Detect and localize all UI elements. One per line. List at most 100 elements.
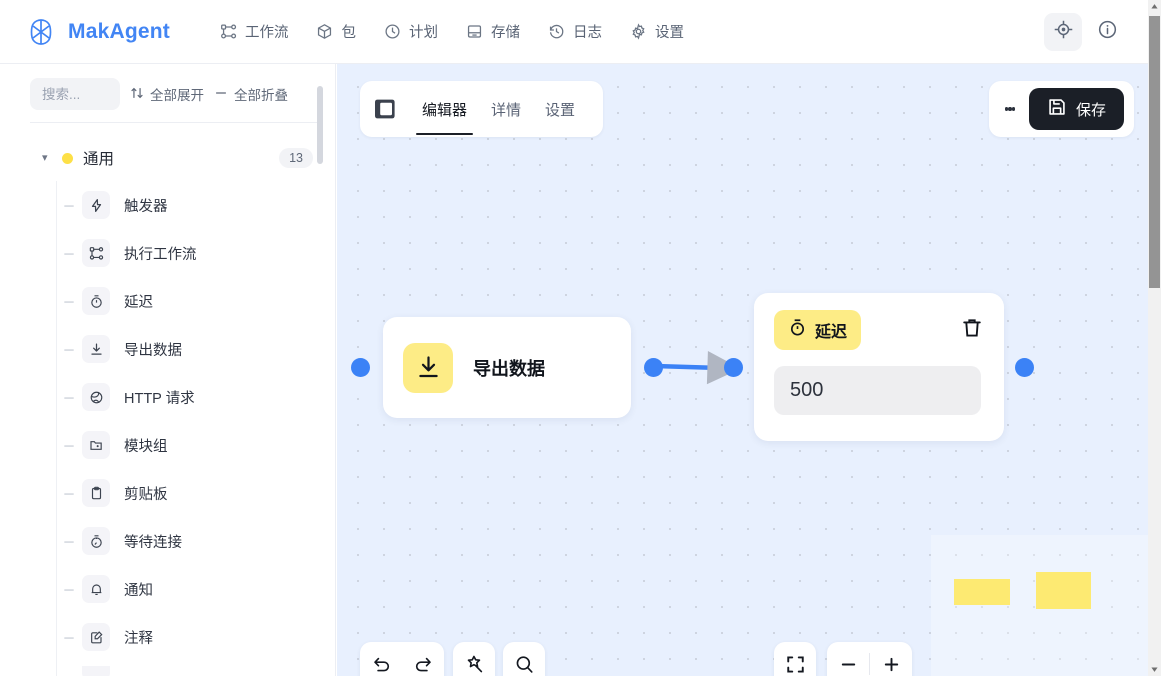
sidebar-item-note[interactable]: ─ 注释 bbox=[0, 613, 335, 661]
sidebar-item-run-workflow[interactable]: ─ 执行工作流 bbox=[0, 229, 335, 277]
nav-item-settings[interactable]: 设置 bbox=[616, 15, 698, 48]
zoom-out-button[interactable] bbox=[827, 642, 869, 676]
bolt-icon bbox=[82, 191, 110, 219]
tab-settings[interactable]: 设置 bbox=[545, 102, 576, 119]
redo-button[interactable] bbox=[402, 642, 444, 676]
delete-node-button[interactable] bbox=[960, 316, 984, 345]
sidebar-item-http-request[interactable]: ─ HTTP 请求 bbox=[0, 373, 335, 421]
note-edit-icon bbox=[82, 623, 110, 651]
page-scrollbar[interactable] bbox=[1148, 0, 1161, 676]
sidebar-group-general[interactable]: ▾ 通用 13 bbox=[0, 135, 335, 181]
save-disk-icon bbox=[1047, 97, 1067, 121]
history-toolbar bbox=[360, 642, 444, 676]
tree-dash: ─ bbox=[64, 389, 74, 405]
collapse-all-label: 全部折叠 bbox=[234, 88, 288, 103]
magic-toolbar bbox=[453, 642, 495, 676]
minus-icon bbox=[214, 86, 228, 103]
zoom-in-button[interactable] bbox=[870, 642, 912, 676]
canvas-search-toolbar bbox=[503, 642, 545, 676]
folder-icon bbox=[82, 431, 110, 459]
delay-value-input[interactable] bbox=[774, 366, 981, 415]
nav-item-logs[interactable]: 日志 bbox=[534, 15, 616, 48]
app-header: MakAgent 工作流 包 bbox=[0, 0, 1148, 64]
node-handle-export-output[interactable] bbox=[644, 358, 663, 377]
main-nav: 工作流 包 计划 bbox=[206, 15, 698, 48]
sidebar-item-delay[interactable]: ─ 延迟 bbox=[0, 277, 335, 325]
download-icon bbox=[403, 342, 453, 393]
tree-dash: ─ bbox=[64, 341, 74, 357]
nav-item-package[interactable]: 包 bbox=[302, 15, 370, 48]
tree-dash: ─ bbox=[64, 293, 74, 309]
sidebar-item-label: 延迟 bbox=[124, 294, 153, 311]
nav-item-workflow[interactable]: 工作流 bbox=[206, 15, 303, 48]
nav-label: 日志 bbox=[572, 25, 602, 41]
sidebar-item-label: 剪贴板 bbox=[124, 486, 168, 503]
search-input[interactable] bbox=[30, 78, 120, 110]
nav-label: 存储 bbox=[490, 25, 520, 41]
group-color-dot bbox=[62, 152, 73, 164]
zoom-toolbar bbox=[827, 642, 912, 676]
tree-dash: ─ bbox=[64, 533, 74, 549]
sidebar-group-count: 13 bbox=[279, 148, 313, 168]
node-handle-export-input[interactable] bbox=[351, 358, 370, 377]
sidebar-item-notification[interactable]: ─ 通知 bbox=[0, 565, 335, 613]
canvas-actionbar: 保存 bbox=[988, 81, 1134, 137]
sidebar-group-label: 通用 bbox=[83, 151, 115, 168]
save-button[interactable]: 保存 bbox=[1028, 88, 1124, 130]
sidebar-scrollbar-thumb[interactable] bbox=[317, 86, 323, 164]
node-delay[interactable]: 延迟 bbox=[754, 293, 1004, 441]
page-scrollbar-thumb[interactable] bbox=[1149, 16, 1160, 288]
sidebar-scrollbar[interactable] bbox=[317, 86, 323, 666]
tree-dash: ─ bbox=[64, 197, 74, 213]
brand[interactable]: MakAgent bbox=[0, 15, 170, 49]
sidebar-item-wait-connection[interactable]: ─ 等待连接 bbox=[0, 517, 335, 565]
node-handle-delay-input[interactable] bbox=[724, 358, 743, 377]
sidebar-item-label: 通知 bbox=[124, 582, 153, 599]
collapse-all-button[interactable]: 全部折叠 bbox=[214, 84, 288, 104]
sidebar-item-label: 等待连接 bbox=[124, 534, 182, 551]
minimap[interactable] bbox=[931, 535, 1148, 676]
toolbar-separator bbox=[869, 653, 870, 675]
fit-view-button[interactable] bbox=[774, 642, 816, 676]
save-button-label: 保存 bbox=[1075, 101, 1106, 119]
target-icon bbox=[1053, 19, 1074, 45]
expand-all-label: 全部展开 bbox=[150, 88, 204, 103]
scroll-up-arrow-icon[interactable] bbox=[1148, 0, 1161, 13]
node-export-data[interactable]: 导出数据 bbox=[383, 317, 631, 418]
package-icon bbox=[316, 23, 333, 40]
sidebar-item-clipboard[interactable]: ─ 剪贴板 bbox=[0, 469, 335, 517]
more-options-icon[interactable] bbox=[995, 92, 1025, 126]
tree-dash: ─ bbox=[64, 485, 74, 501]
panel-toggle-icon[interactable] bbox=[374, 98, 396, 120]
target-icon-button[interactable] bbox=[1044, 12, 1082, 51]
expand-all-button[interactable]: 全部展开 bbox=[130, 84, 204, 104]
node-handle-delay-output[interactable] bbox=[1015, 358, 1034, 377]
scroll-down-arrow-icon[interactable] bbox=[1148, 663, 1161, 676]
makagent-logo-icon bbox=[24, 15, 58, 49]
timer-icon bbox=[788, 318, 807, 342]
sidebar-item-label: 注释 bbox=[124, 630, 153, 647]
history-icon bbox=[548, 23, 565, 40]
sidebar-item-partial[interactable] bbox=[0, 661, 335, 676]
nav-item-storage[interactable]: 存储 bbox=[452, 15, 534, 48]
info-icon-button[interactable] bbox=[1088, 13, 1126, 51]
tab-details[interactable]: 详情 bbox=[491, 102, 522, 119]
search-button[interactable] bbox=[503, 642, 545, 676]
minimap-node bbox=[954, 579, 1010, 605]
tab-editor[interactable]: 编辑器 bbox=[412, 83, 477, 135]
sidebar-item-export-data[interactable]: ─ 导出数据 bbox=[0, 325, 335, 373]
nav-item-schedule[interactable]: 计划 bbox=[370, 15, 452, 48]
undo-button[interactable] bbox=[360, 642, 402, 676]
sidebar-item-trigger[interactable]: ─ 触发器 bbox=[0, 181, 335, 229]
sidebar-item-label: 导出数据 bbox=[124, 342, 182, 359]
magic-wand-button[interactable] bbox=[453, 642, 495, 676]
clock-icon bbox=[384, 23, 401, 40]
minimap-node bbox=[1036, 572, 1091, 609]
node-delay-badge: 延迟 bbox=[774, 310, 862, 350]
tree-dash: ─ bbox=[64, 437, 74, 453]
workflow-canvas[interactable]: 导出数据 延迟 bbox=[337, 64, 1148, 676]
sidebar-item-module-group[interactable]: ─ 模块组 bbox=[0, 421, 335, 469]
canvas-tabbar: 编辑器 详情 设置 bbox=[360, 81, 604, 137]
node-delay-header: 延迟 bbox=[774, 310, 984, 350]
nav-label: 计划 bbox=[408, 25, 438, 41]
